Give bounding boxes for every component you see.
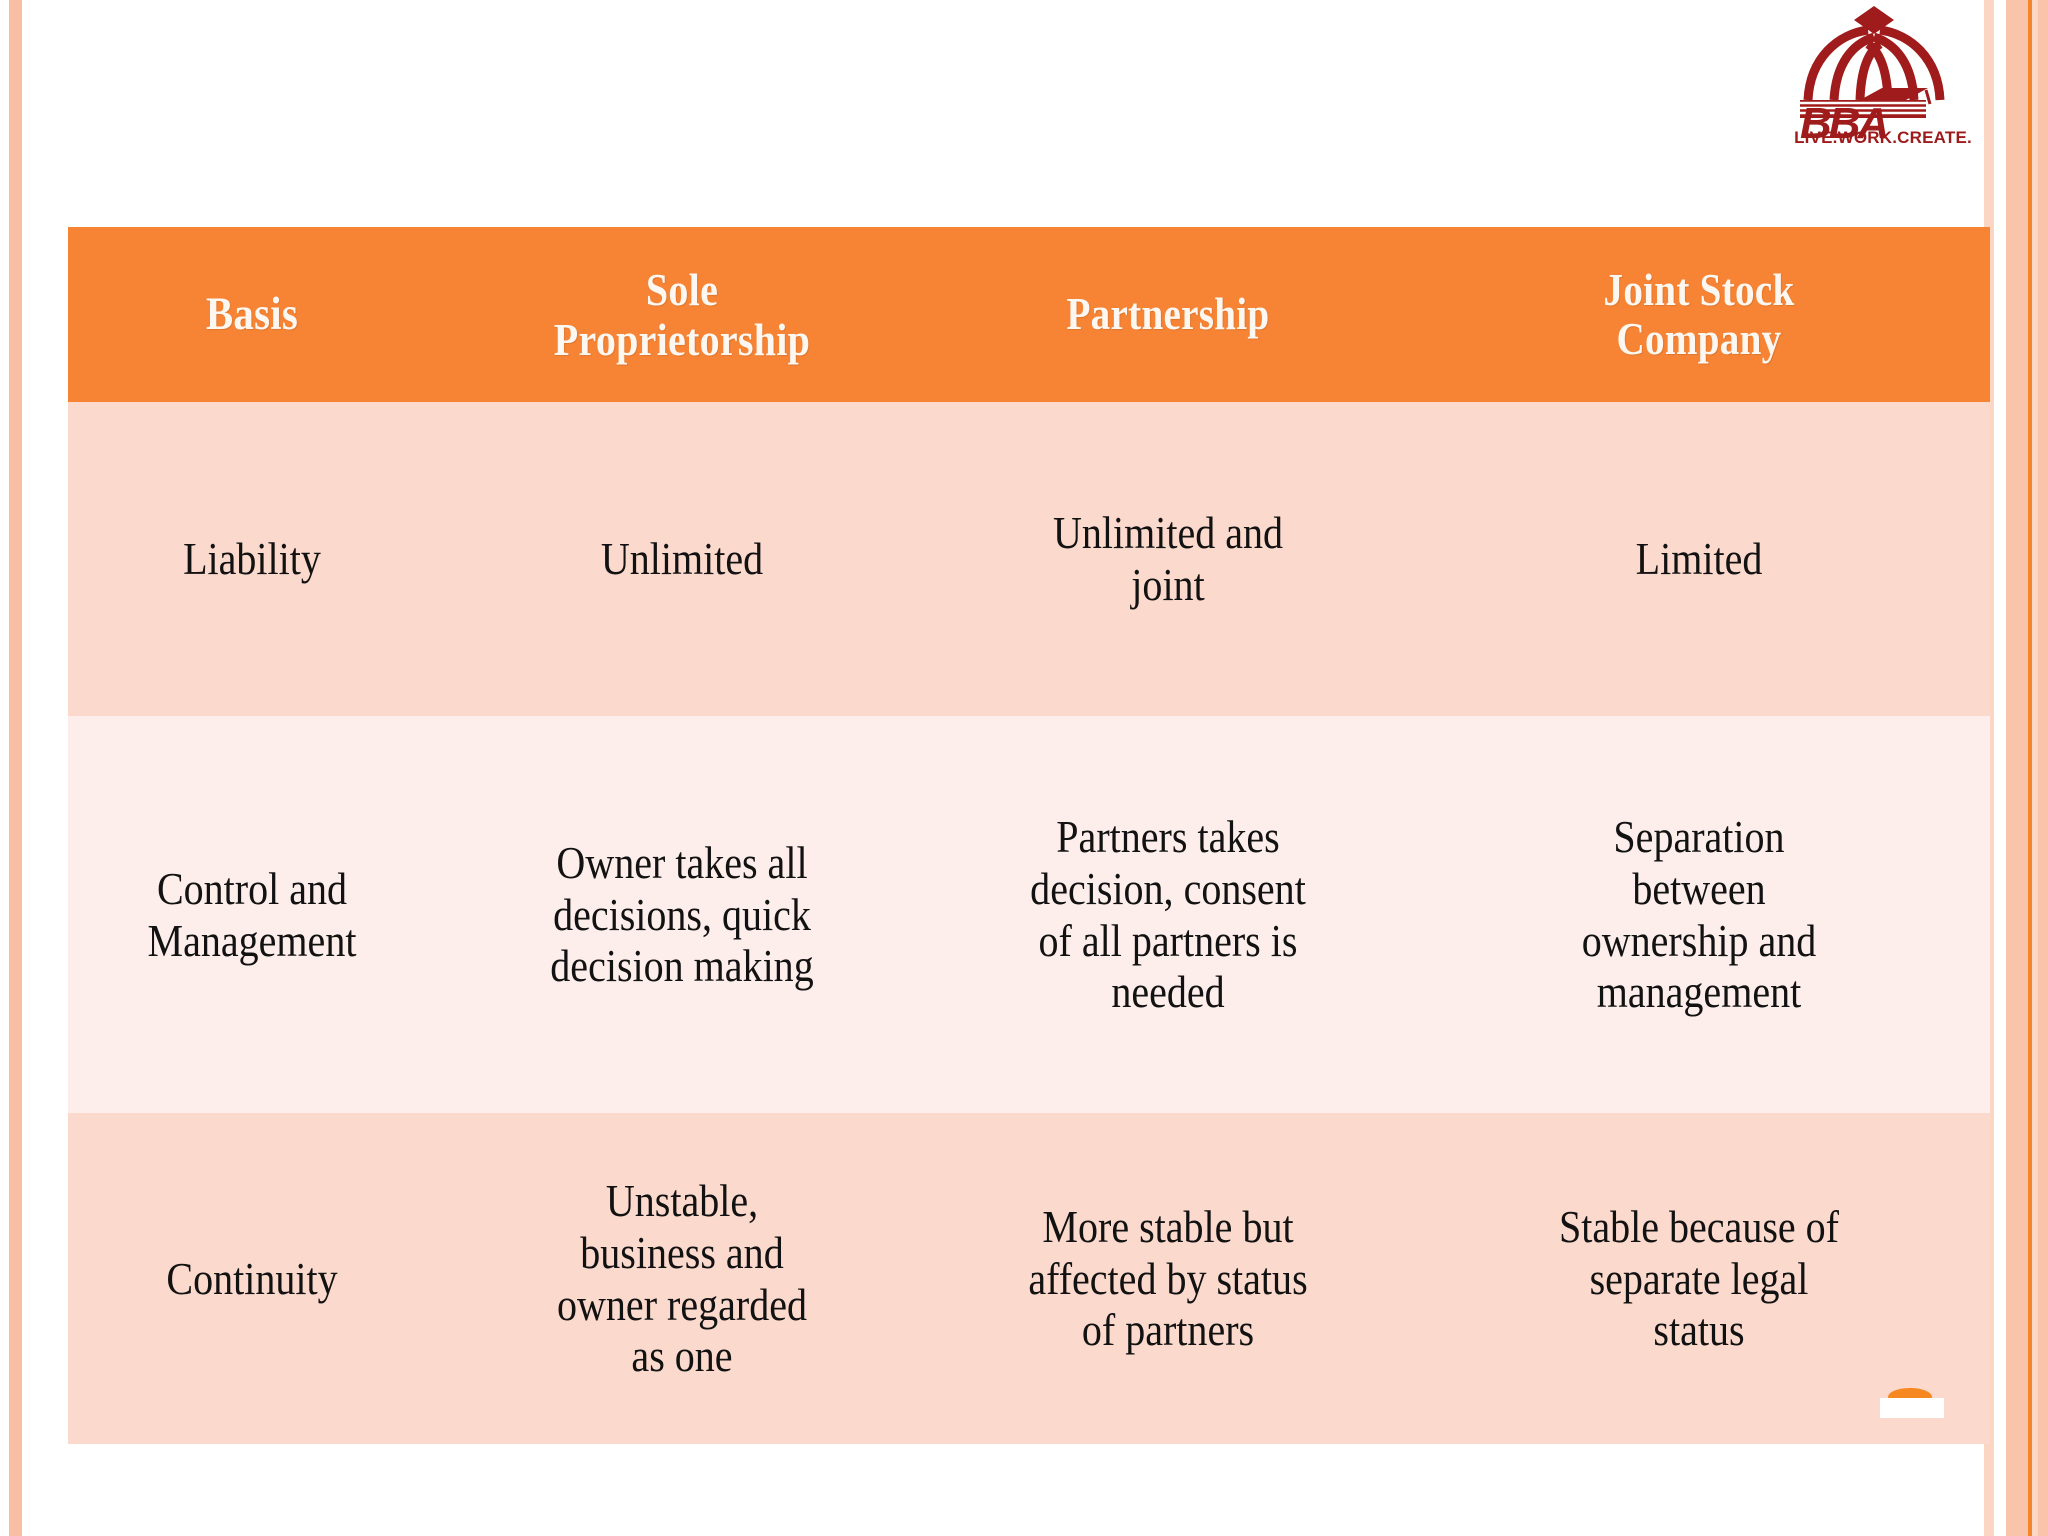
table-body: Liability Unlimited Unlimited and joint … bbox=[68, 402, 1990, 1444]
cell-liability-sole: Unlimited bbox=[436, 402, 928, 716]
stripe-5 bbox=[2032, 0, 2038, 1536]
cell-continuity-basis: Continuity bbox=[68, 1113, 436, 1444]
stripe-6 bbox=[2038, 0, 2048, 1536]
cell-control-sole: Owner takes all decisions, quick decisio… bbox=[436, 716, 928, 1113]
column-header-partnership: Partnership bbox=[928, 227, 1408, 402]
business-forms-comparison-table: Basis Sole Proprietorship Partnership Jo… bbox=[68, 227, 1990, 1444]
stripe-2 bbox=[1994, 0, 2006, 1536]
left-edge-stripe bbox=[9, 0, 22, 1536]
bba-logo-mark: BBA bbox=[1800, 6, 1945, 148]
stripe-3 bbox=[2006, 0, 2028, 1536]
table-row-continuity: Continuity Unstable, business and owner … bbox=[68, 1113, 1990, 1444]
decorative-ellipse-mask bbox=[1880, 1398, 1944, 1418]
cell-liability-basis: Liability bbox=[68, 402, 436, 716]
cell-continuity-sole: Unstable, business and owner regarded as… bbox=[436, 1113, 928, 1444]
stripe-4-accent bbox=[2028, 0, 2032, 1536]
logo-tagline: LIVE.WORK.CREATE. bbox=[1794, 128, 1972, 147]
cell-control-joint: Separation between ownership and managem… bbox=[1408, 716, 1990, 1113]
column-header-basis: Basis bbox=[68, 227, 436, 402]
column-header-joint-stock-company: Joint Stock Company bbox=[1408, 227, 1990, 402]
bba-logo: BBA LIVE.WORK.CREATE. bbox=[1790, 4, 1976, 154]
cell-continuity-joint: Stable because of separate legal status bbox=[1408, 1113, 1990, 1444]
right-edge-stripes bbox=[1984, 0, 2048, 1536]
cell-liability-joint: Limited bbox=[1408, 402, 1990, 716]
cell-control-basis: Control and Management bbox=[68, 716, 436, 1113]
table-row-liability: Liability Unlimited Unlimited and joint … bbox=[68, 402, 1990, 716]
table-header: Basis Sole Proprietorship Partnership Jo… bbox=[68, 227, 1990, 402]
svg-text:BBA: BBA bbox=[1800, 99, 1887, 148]
header-row: Basis Sole Proprietorship Partnership Jo… bbox=[68, 227, 1990, 402]
cell-control-partnership: Partners takes decision, consent of all … bbox=[928, 716, 1408, 1113]
table-row-control-and-management: Control and Management Owner takes all d… bbox=[68, 716, 1990, 1113]
cell-continuity-partnership: More stable but affected by status of pa… bbox=[928, 1113, 1408, 1444]
column-header-sole-proprietorship: Sole Proprietorship bbox=[436, 227, 928, 402]
cell-liability-partnership: Unlimited and joint bbox=[928, 402, 1408, 716]
